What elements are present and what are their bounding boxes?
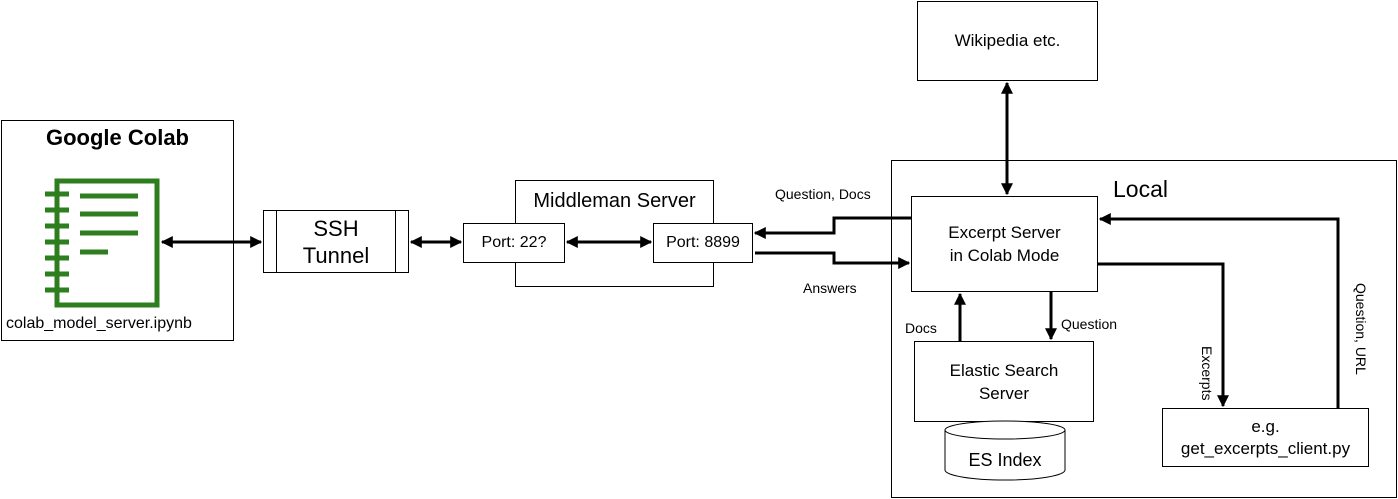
ssh-tunnel-left-bar — [276, 210, 277, 273]
arrow-question-docs — [753, 216, 911, 239]
client-line1: e.g. — [1251, 416, 1280, 436]
es-index-cylinder — [944, 420, 1066, 481]
port-8899-box: Port: 8899 — [653, 223, 753, 263]
es-index-label: ES Index — [968, 450, 1042, 470]
elastic-search-server-box: Elastic Search Server — [914, 341, 1094, 422]
ssh-tunnel-right-bar — [395, 210, 396, 273]
ssh-tunnel-box: SSH Tunnel — [263, 210, 409, 273]
edge-label-question-docs: Question, Docs — [775, 186, 871, 202]
excerpt-server-line1: Excerpt Server — [948, 223, 1061, 242]
wikipedia-box: Wikipedia etc. — [917, 1, 1098, 81]
arrow-answers — [755, 251, 911, 269]
edge-label-docs: Docs — [905, 320, 937, 336]
edge-label-answers: Answers — [803, 280, 857, 296]
local-title: Local — [1113, 176, 1168, 202]
elastic-search-line1: Elastic Search — [949, 360, 1059, 380]
notebook-icon — [45, 178, 160, 308]
client-box: e.g. get_excerpts_client.py — [1162, 408, 1369, 467]
excerpt-server-line2: in Colab Mode — [949, 246, 1060, 265]
google-colab-title: Google Colab — [46, 125, 189, 150]
port-22-box: Port: 22? — [463, 223, 565, 263]
ssh-tunnel-line1: SSH — [313, 215, 359, 241]
edge-label-question-url: Question, URL — [1353, 283, 1369, 375]
excerpt-server-box: Excerpt Server in Colab Mode — [911, 196, 1098, 292]
elastic-search-line2: Server — [978, 383, 1030, 403]
edge-label-excerpts: Excerpts — [1199, 346, 1215, 401]
client-line2: get_excerpts_client.py — [1180, 438, 1351, 458]
middleman-server-title: Middleman Server — [533, 190, 696, 212]
notebook-caption: colab_model_server.ipynb — [6, 315, 192, 332]
edge-label-question: Question — [1061, 316, 1118, 332]
ssh-tunnel-line2: Tunnel — [302, 242, 370, 268]
